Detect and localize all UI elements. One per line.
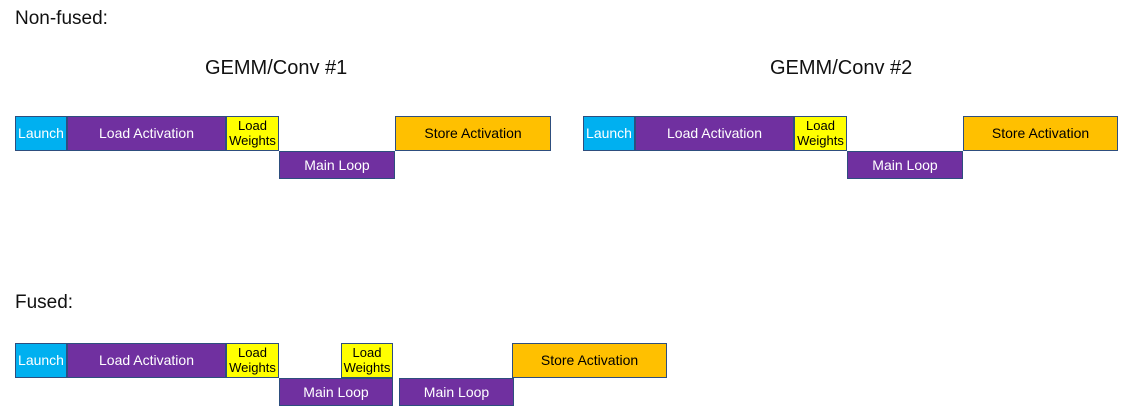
fused-section-label: Fused: [15, 292, 74, 313]
fused-load-weights-1-block: Load Weights [226, 343, 279, 378]
fused-load-activation-block: Load Activation [67, 343, 226, 378]
nonfused2-main-loop-block: Main Loop [847, 151, 963, 179]
fused-main-loop-2-block: Main Loop [399, 378, 514, 406]
fused-launch-block: Launch [15, 343, 67, 378]
gemm-conv-1-title: GEMM/Conv #1 [205, 57, 348, 79]
nonfused1-load-weights-block: Load Weights [226, 116, 279, 151]
nonfused2-launch-block: Launch [583, 116, 635, 151]
fused-main-loop-1-block: Main Loop [279, 378, 393, 406]
nonfused1-load-activation-block: Load Activation [67, 116, 226, 151]
fused-load-weights-2-block: Load Weights [341, 343, 393, 378]
fused-store-activation-block: Store Activation [512, 343, 667, 378]
nonfused1-main-loop-block: Main Loop [279, 151, 395, 179]
gemm-conv-2-title: GEMM/Conv #2 [770, 57, 913, 79]
nonfused1-launch-block: Launch [15, 116, 67, 151]
nonfused2-load-weights-block: Load Weights [794, 116, 847, 151]
nonfused2-store-activation-block: Store Activation [963, 116, 1118, 151]
nonfused-section-label: Non-fused: [15, 8, 108, 29]
nonfused1-store-activation-block: Store Activation [395, 116, 551, 151]
nonfused2-load-activation-block: Load Activation [635, 116, 794, 151]
